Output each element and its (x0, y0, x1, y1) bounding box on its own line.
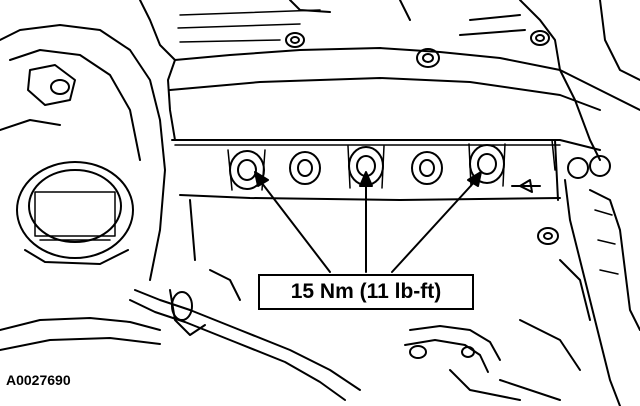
spark-plug-wells (227, 143, 506, 191)
lower-pipe-assembly (404, 325, 521, 401)
arrow-left (257, 177, 331, 273)
oil-filler-cap (16, 161, 134, 265)
lower-hoses (129, 269, 361, 401)
figure-id: A0027690 (6, 372, 71, 388)
arrow-right (391, 177, 479, 273)
arrowhead-left (254, 171, 269, 187)
right-components (499, 155, 640, 406)
valve-cover (169, 77, 601, 261)
arrowhead-center (359, 171, 373, 187)
callout-arrows (254, 171, 482, 273)
left-housing (0, 24, 166, 351)
arrowhead-right (467, 171, 482, 187)
torque-spec-label: 15 Nm (11 lb-ft) (258, 274, 474, 310)
upper-engine-contour (139, 0, 640, 161)
